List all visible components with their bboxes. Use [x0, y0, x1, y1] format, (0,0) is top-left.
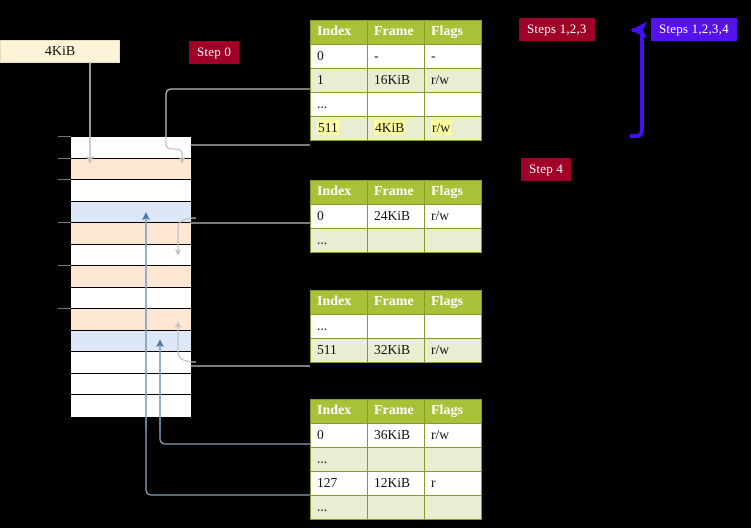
- cell-index: ...: [310, 92, 368, 117]
- table-header-frame: Frame: [367, 180, 425, 205]
- cell-frame: -: [367, 44, 425, 69]
- badge-steps-1-2-3: Steps 1,2,3: [519, 18, 595, 41]
- table-row: 0--: [310, 44, 482, 69]
- cell-frame: 4KiB: [367, 116, 425, 141]
- memory-frame-column: [70, 136, 191, 417]
- table-row: ...: [310, 495, 482, 520]
- memory-tick: [58, 222, 71, 223]
- memory-block: [71, 158, 191, 180]
- cell-index: 1: [310, 68, 368, 93]
- table-header-frame: Frame: [367, 20, 425, 45]
- cell-frame: 32KiB: [367, 338, 425, 363]
- cell-index: 127: [310, 471, 368, 496]
- cell-flags: -: [424, 44, 482, 69]
- cell-flags: [424, 92, 482, 117]
- table-header-frame: Frame: [367, 290, 425, 315]
- memory-block: [71, 137, 191, 159]
- cell-flags: [424, 228, 482, 253]
- memory-block: [71, 266, 191, 288]
- table-row: ...: [310, 92, 482, 117]
- cell-flags: r/w: [424, 68, 482, 93]
- cell-index: ...: [310, 228, 368, 253]
- cell-flags: r/w: [424, 338, 482, 363]
- cell-index: ...: [310, 495, 368, 520]
- wire-pdpt-entry0-to-memory: [174, 217, 310, 256]
- cell-index: 0: [310, 204, 368, 229]
- table-header-flags: Flags: [424, 290, 482, 315]
- cell-flags: r/w: [424, 423, 482, 448]
- cell-flags: r/w: [424, 204, 482, 229]
- table-header-flags: Flags: [424, 399, 482, 424]
- table-header-flags: Flags: [424, 20, 482, 45]
- memory-block: [71, 244, 191, 266]
- badge-step-0: Step 0: [189, 41, 240, 64]
- cell-index: 511: [310, 338, 368, 363]
- cell-flags: r: [424, 471, 482, 496]
- table-header-index: Index: [310, 399, 368, 424]
- memory-tick: [58, 136, 71, 137]
- memory-tick: [58, 308, 71, 309]
- table-header-flags: Flags: [424, 180, 482, 205]
- memory-tick: [58, 179, 71, 180]
- memory-block: [71, 180, 191, 202]
- cell-index: 511: [310, 116, 368, 141]
- table-header-index: Index: [310, 180, 368, 205]
- cell-frame: [367, 495, 425, 520]
- frame-size-label-4kib: 4KiB: [0, 40, 120, 63]
- cell-frame: 16KiB: [367, 68, 425, 93]
- cell-frame: 24KiB: [367, 204, 425, 229]
- table-row: ...: [310, 447, 482, 472]
- memory-block: [71, 373, 191, 395]
- memory-block: [71, 395, 191, 417]
- memory-block: [71, 223, 191, 245]
- cell-frame: [367, 314, 425, 339]
- cell-index: ...: [310, 314, 368, 339]
- badge-steps-1-2-3-4: Steps 1,2,3,4: [651, 18, 737, 41]
- table-header-index: Index: [310, 290, 368, 315]
- cell-frame: [367, 228, 425, 253]
- memory-tick: [58, 265, 71, 266]
- memory-tick: [58, 157, 71, 159]
- memory-block: [71, 330, 191, 352]
- wire-pd-entry511-to-memory: [174, 321, 310, 367]
- table-header-index: Index: [310, 20, 368, 45]
- memory-block: [71, 309, 191, 331]
- cell-flags: [424, 447, 482, 472]
- memory-block: [71, 201, 191, 223]
- cell-flags: [424, 495, 482, 520]
- cell-index: 0: [310, 423, 368, 448]
- badge-step-4: Step 4: [521, 158, 572, 181]
- cell-frame: 36KiB: [367, 423, 425, 448]
- wire-steps-bracket: [630, 21, 648, 138]
- table-row: ...: [310, 228, 482, 253]
- cell-frame: [367, 92, 425, 117]
- table-header-frame: Frame: [367, 399, 425, 424]
- cell-index: ...: [310, 447, 368, 472]
- cell-flags: [424, 314, 482, 339]
- table-row: ...: [310, 314, 482, 339]
- memory-block: [71, 352, 191, 374]
- cell-flags: r/w: [424, 116, 482, 141]
- memory-block: [71, 287, 191, 309]
- cell-index: 0: [310, 44, 368, 69]
- cell-frame: 12KiB: [367, 471, 425, 496]
- cell-frame: [367, 447, 425, 472]
